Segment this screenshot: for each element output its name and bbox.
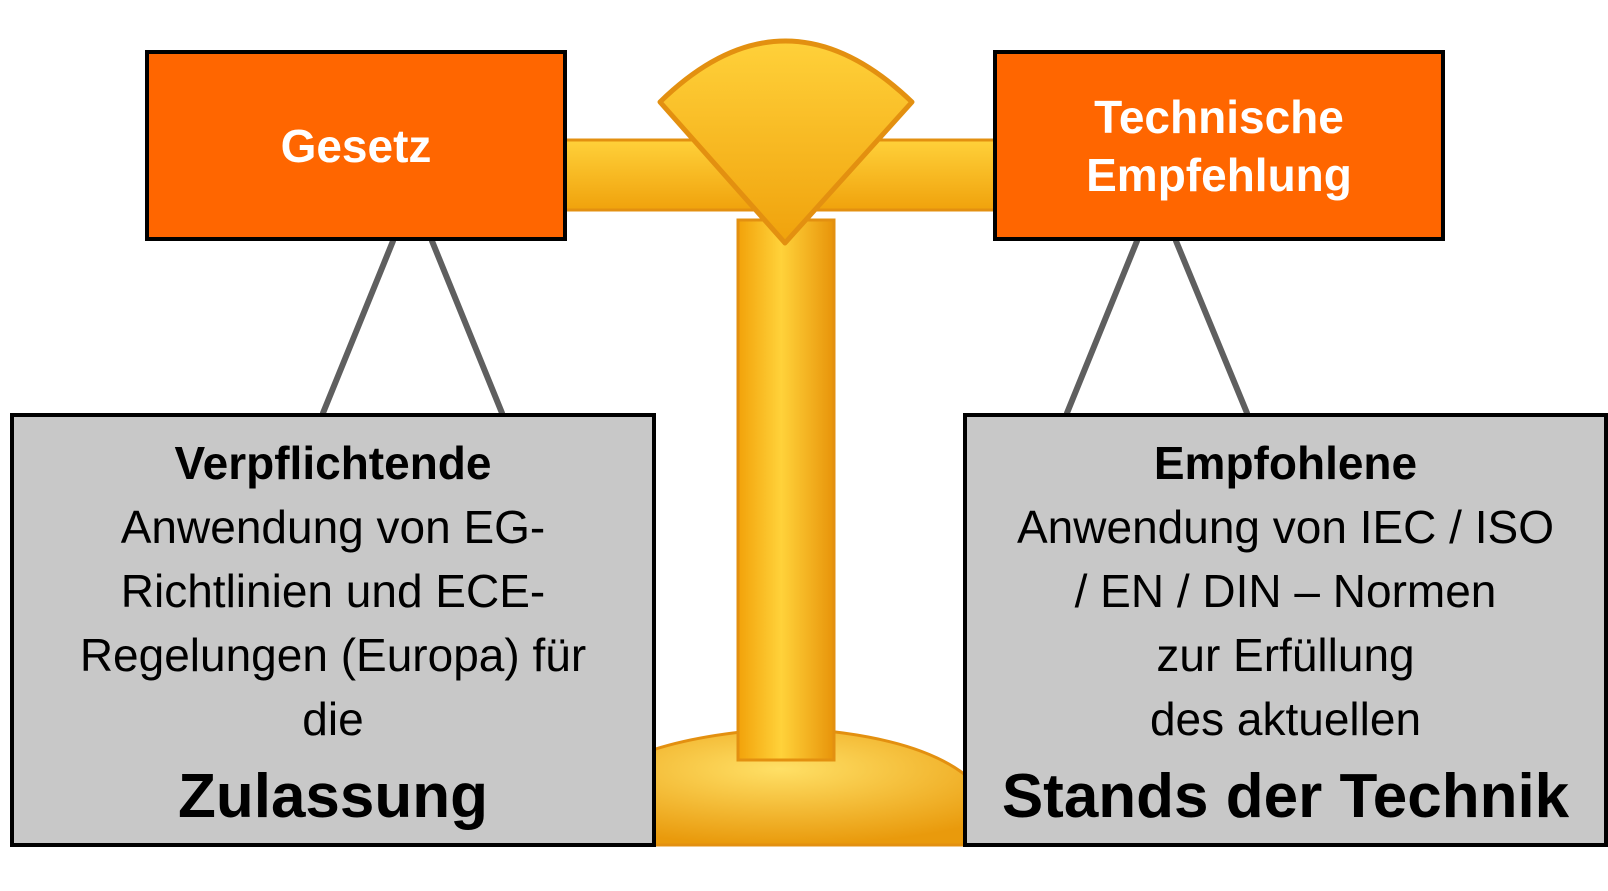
verpflichtende-heading: Verpflichtende	[174, 437, 492, 489]
gesetz-label: Gesetz	[280, 119, 432, 172]
left-string-1	[320, 238, 396, 416]
right-desc-line-1: Anwendung von IEC / ISO	[1017, 501, 1554, 553]
right-desc-line-2: / EN / DIN – Normen	[1074, 565, 1497, 617]
left-desc-line-3: Regelungen (Europa) für	[79, 629, 587, 681]
empfohlene-description-box: Empfohlene Anwendung von IEC / ISO / EN …	[963, 413, 1608, 847]
left-desc-line-1: Anwendung von EG-	[120, 501, 546, 553]
gesetz-label-box: Gesetz	[145, 50, 567, 241]
right-desc-line-3: zur Erfüllung	[1156, 629, 1415, 681]
technische-empfehlung-label-box: Technische Empfehlung	[993, 50, 1445, 241]
technische-empfehlung-label-line-1: Technische	[1094, 90, 1344, 143]
technische-empfehlung-label-line-2: Empfehlung	[1086, 148, 1352, 201]
right-string-1	[1064, 238, 1140, 416]
left-string-2	[429, 238, 505, 416]
zulassung-emphasis: Zulassung	[177, 762, 489, 831]
empfohlene-heading: Empfohlene	[1153, 437, 1418, 489]
left-desc-line-2: Richtlinien und ECE-	[120, 565, 546, 617]
stands-der-technik-emphasis: Stands der Technik	[1001, 762, 1570, 831]
verpflichtende-description-box: Verpflichtende Anwendung von EG- Richtli…	[10, 413, 656, 847]
left-desc-line-4: die	[302, 693, 364, 745]
right-desc-line-4: des aktuellen	[1149, 693, 1422, 745]
scale-fan	[657, 38, 915, 246]
right-string-2	[1173, 238, 1250, 416]
scale-pillar	[736, 218, 836, 762]
